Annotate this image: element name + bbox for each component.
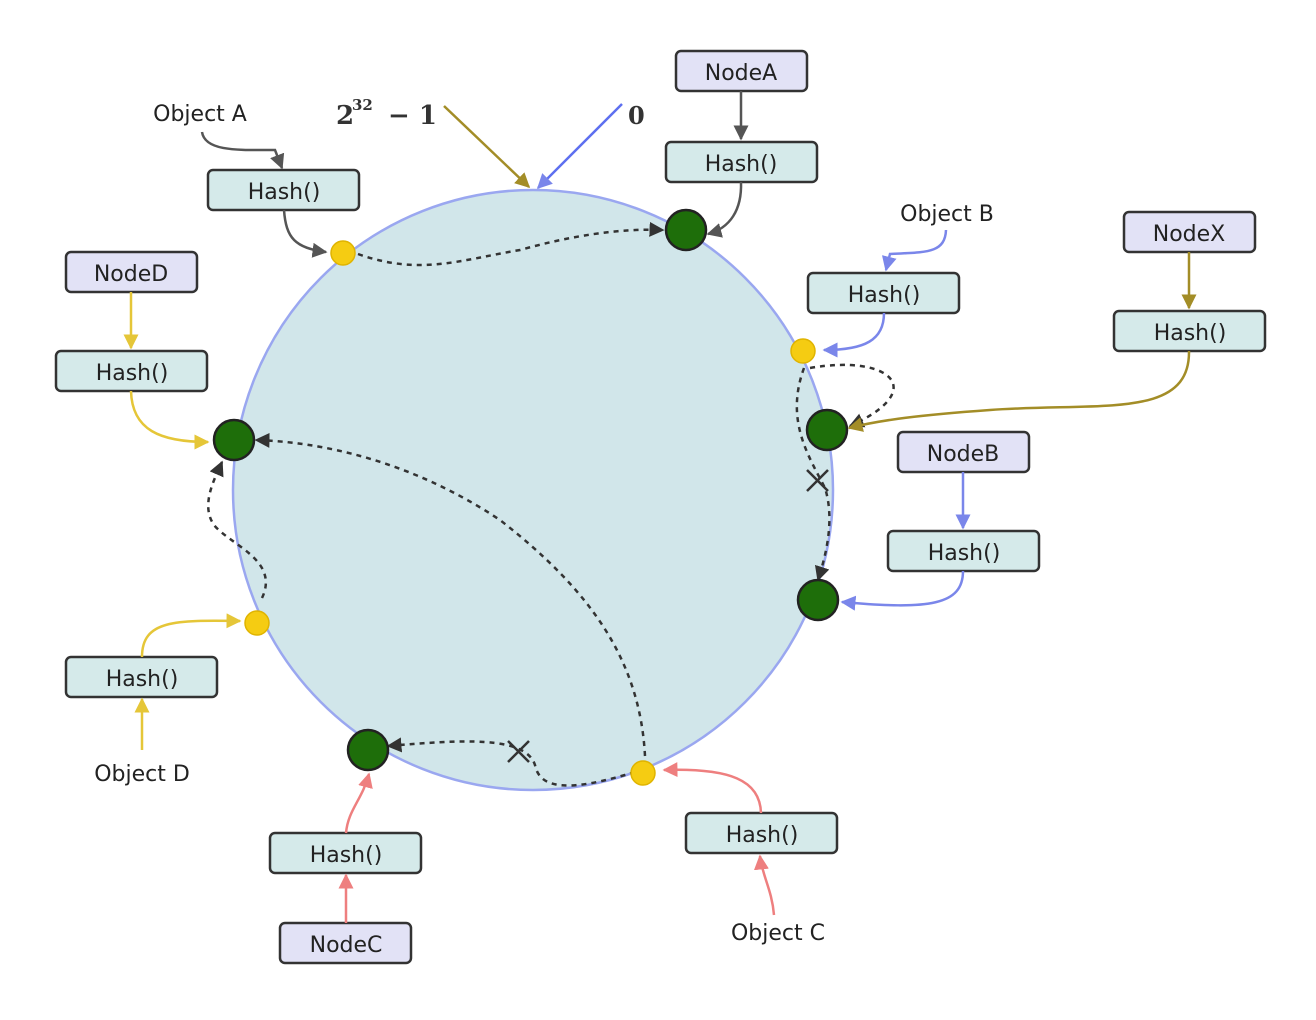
- node-b-label: NodeB: [927, 442, 1000, 467]
- ring-max-suffix: − 1: [388, 101, 437, 131]
- node-a-label: NodeA: [705, 61, 777, 86]
- ring-zero-label: 0: [628, 101, 645, 130]
- object-d-to-node-d-path: [207, 460, 267, 599]
- object-a-hash-to-ring-arrow: [282, 209, 328, 258]
- object-c-hash-box: [684, 811, 839, 855]
- object-b-to-node-b-path: [795, 367, 831, 582]
- object-b-hash-to-ring-arrow: [822, 312, 886, 358]
- node-x-ring-point: [805, 408, 849, 452]
- object-c-to-node-c-path: [386, 737, 636, 787]
- ring-max-exponent: 32: [352, 96, 373, 114]
- node-d-hash-to-ring-arrow: [129, 390, 210, 450]
- object-b-ring-point: [790, 338, 816, 364]
- node-x-hash-to-ring-arrow: [847, 350, 1191, 432]
- node-a-hash-label: Hash(): [705, 152, 778, 177]
- node-c-ring-point: [346, 728, 390, 772]
- node-b-ring-point: [796, 578, 840, 622]
- max-pointer-arrow: [443, 105, 531, 189]
- node-c-hash-to-ring-arrow: [344, 772, 373, 834]
- node-a-hash-to-ring-arrow: [706, 181, 743, 238]
- object-b-hash-label: Hash(): [848, 283, 921, 308]
- node-d-ring-point: [212, 418, 256, 462]
- ring-max-base: 2: [336, 101, 354, 131]
- object-a-hash-label: Hash(): [248, 180, 321, 205]
- zero-pointer-arrow: [536, 103, 623, 190]
- object-d-hash-to-ring-arrow: [140, 613, 242, 658]
- node-x-label: NodeX: [1153, 222, 1226, 247]
- object-c-hash-to-ring-arrow: [662, 762, 763, 814]
- hash-ring: [231, 188, 835, 792]
- node-a-ring-point: [664, 208, 708, 252]
- object-c-label: Object C: [731, 921, 825, 946]
- removed-path-mark-c: [507, 740, 530, 763]
- node-d-hash-label: Hash(): [96, 361, 169, 386]
- node-c-hash-label: Hash(): [310, 843, 383, 868]
- node-b-hash-to-ring-arrow: [840, 570, 965, 611]
- object-d-ring-point: [244, 610, 270, 636]
- removed-path-mark-b: [806, 469, 829, 492]
- ring-max-label: 2 32 − 1: [336, 96, 437, 131]
- object-c-ring-point: [630, 760, 656, 786]
- node-b-hash-label: Hash(): [928, 541, 1001, 566]
- object-d-hash-label: Hash(): [106, 667, 179, 692]
- object-b-to-hash-arrow: [881, 229, 948, 272]
- node-c-hash-box: [268, 831, 423, 875]
- object-c-to-hash-arrow: [753, 854, 776, 916]
- node-c-label: NodeC: [310, 933, 383, 958]
- object-b-label: Object B: [900, 202, 994, 227]
- object-d-label: Object D: [94, 762, 190, 787]
- object-c-hash-label: Hash(): [726, 823, 799, 848]
- object-a-ring-point: [330, 240, 356, 266]
- object-c-to-node-d-path: [254, 432, 647, 757]
- node-d-label: NodeD: [94, 262, 168, 287]
- object-b-to-node-x-path: [809, 363, 895, 428]
- object-a-hash-box: [206, 168, 361, 212]
- object-a-to-node-a-path: [357, 221, 665, 267]
- object-a-label: Object A: [153, 102, 247, 127]
- node-x-hash-label: Hash(): [1154, 321, 1227, 346]
- object-a-to-hash-arrow: [200, 131, 285, 170]
